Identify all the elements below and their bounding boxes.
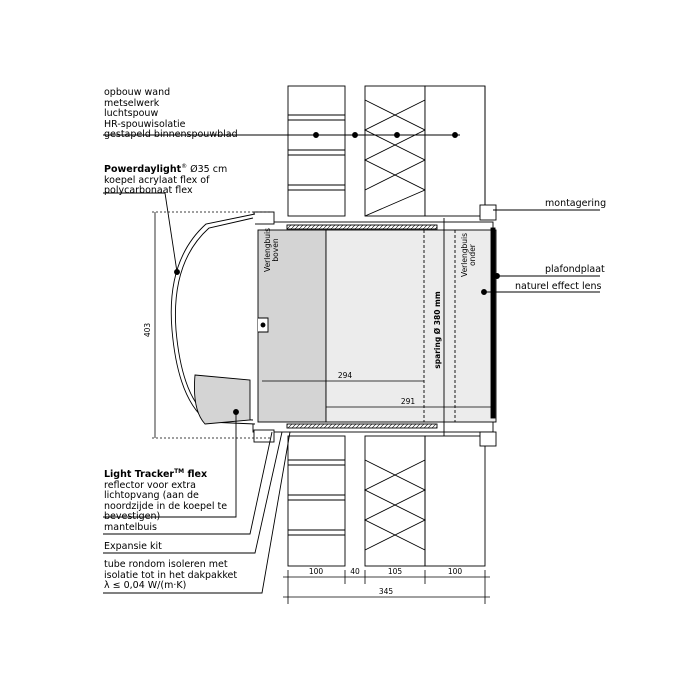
tube-line: λ ≤ 0,04 W/(m·K): [104, 580, 187, 591]
plafondplaat-label: plafondplaat: [545, 264, 605, 275]
dome-sup: ®: [181, 163, 188, 170]
dim-layer-4: 100: [448, 567, 463, 576]
dim-291: 291: [401, 397, 416, 406]
dim-layer-1: 100: [309, 567, 324, 576]
tube-insulation-label: tube rondom isoleren met isolatie tot in…: [104, 559, 238, 592]
montagering-label: montagering: [545, 198, 607, 209]
tracker-title: Light Tracker: [104, 469, 175, 481]
wall-item: HR-spouwisolatie: [104, 118, 186, 130]
label-boven-2: boven: [271, 238, 280, 261]
dome-line: polycarbonaat flex: [104, 185, 193, 197]
label-boven-1: Verlengbuis: [263, 228, 272, 272]
lens-label: naturel effect lens: [515, 281, 602, 292]
tube-line: tube rondom isoleren met: [104, 559, 228, 570]
wall-build-up-label: opbouw wand metselwerk luchtspouw HR-spo…: [104, 87, 238, 141]
dome-line: koepel acrylaat flex of: [104, 174, 210, 186]
dim-height: 403: [143, 323, 152, 338]
wall-item: gestapeld binnenspouwblad: [104, 129, 238, 140]
tube-line: isolatie tot in het dakpakket: [104, 569, 238, 581]
mantelbuis-label: mantelbuis: [104, 522, 157, 533]
dome: [170, 213, 256, 425]
label-onder-2: onder: [468, 243, 477, 266]
wall-upper: [287, 85, 486, 217]
expansie-label: Expansie kit: [104, 541, 162, 552]
label-onder-1: Verlengbuis: [460, 233, 469, 277]
tracker-line: bevestigen): [104, 511, 161, 523]
dim-layer-2: 40: [350, 567, 360, 576]
tracker-line: lichtopvang (aan de: [104, 490, 199, 502]
leader-lines: [103, 132, 600, 594]
dome-label: Powerdaylight® Ø35 cm koepel acrylaat fl…: [104, 162, 227, 197]
light-tracker-reflector: [194, 374, 251, 425]
dim-total: 345: [379, 587, 394, 596]
wall-title: opbouw wand: [104, 87, 171, 98]
tracker-sup: TM: [174, 468, 185, 475]
dim-layer-3: 105: [388, 567, 403, 576]
dim-294: 294: [338, 371, 353, 380]
dome-title: Powerdaylight: [104, 164, 182, 176]
wall-item: metselwerk: [104, 97, 160, 109]
tracker-flex: flex: [184, 469, 208, 481]
wall-lower: [287, 435, 486, 567]
tracker-label: Light TrackerTM flex reflector voor extr…: [104, 467, 227, 523]
dome-size: Ø35 cm: [187, 164, 228, 176]
tube: [252, 204, 497, 447]
dimensions: [154, 212, 491, 604]
tracker-line: reflector voor extra: [104, 479, 196, 491]
label-sparing: sparing Ø 380 mm: [433, 291, 442, 369]
tracker-line: noordzijde in de koepel te: [104, 500, 228, 512]
wall-item: luchtspouw: [104, 108, 159, 119]
